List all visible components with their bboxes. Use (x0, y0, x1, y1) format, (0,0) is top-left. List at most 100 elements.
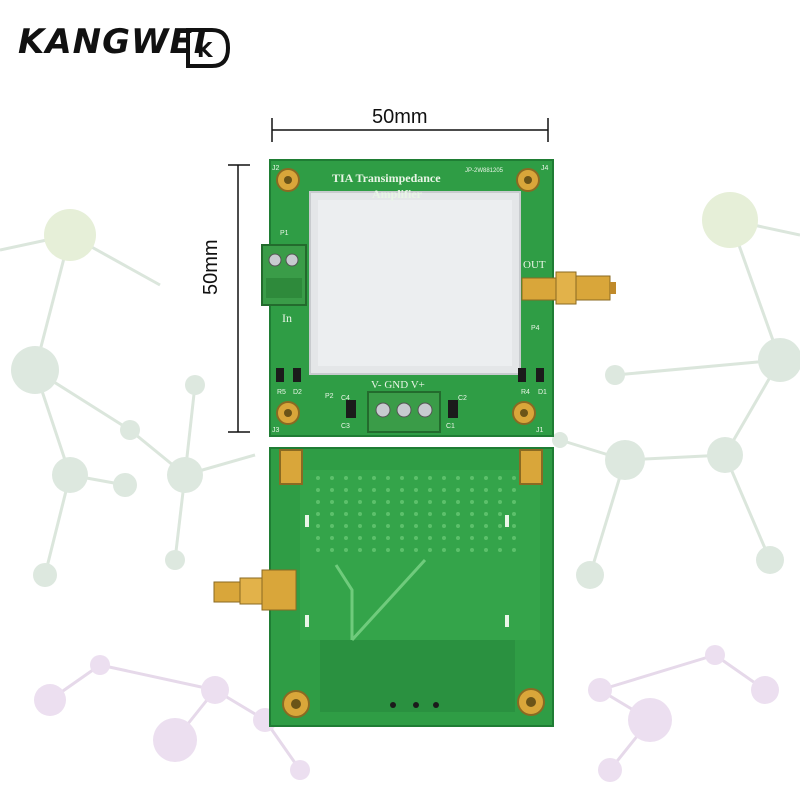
via-dot (470, 512, 474, 516)
via-dot (470, 524, 474, 528)
via-dot (470, 488, 474, 492)
via-dot (456, 500, 460, 504)
via-dot (414, 512, 418, 516)
via-dot (456, 536, 460, 540)
via-dot (428, 488, 432, 492)
label-r5: R5 (277, 389, 286, 396)
via-dot (358, 488, 362, 492)
label-p4: P4 (531, 325, 540, 332)
via-dot (484, 488, 488, 492)
via-dot (512, 524, 516, 528)
via-dot (484, 512, 488, 516)
via-dot (484, 536, 488, 540)
via-dot (470, 548, 474, 552)
pcb-back (213, 447, 554, 727)
molecule-network-right (559, 218, 800, 576)
via-dot (316, 512, 320, 516)
via-dot (484, 476, 488, 480)
via-dot (512, 500, 516, 504)
label-j4: J4 (541, 165, 549, 172)
via-dot (400, 476, 404, 480)
via-dot (428, 512, 432, 516)
input-terminal-block (261, 244, 307, 306)
via-dot (372, 512, 376, 516)
via-dot (316, 536, 320, 540)
label-j3: J3 (272, 427, 280, 434)
via-dot (470, 500, 474, 504)
via-dot (442, 548, 446, 552)
via-dot (316, 476, 320, 480)
via-dot (400, 536, 404, 540)
via-dot (442, 512, 446, 516)
via-dot (344, 476, 348, 480)
via-dot (498, 488, 502, 492)
via-dot (428, 524, 432, 528)
via-dot (372, 476, 376, 480)
via-dot (512, 512, 516, 516)
brand-wordmark: KANGWEI (18, 22, 208, 62)
height-dimension-line (228, 164, 250, 433)
molecule-nodes (11, 192, 800, 782)
sma-output-connector (521, 271, 616, 305)
via-dot (386, 524, 390, 528)
via-dot (442, 524, 446, 528)
via-dot (372, 500, 376, 504)
via-grid (316, 476, 516, 552)
via-dot (414, 500, 418, 504)
via-dot (470, 536, 474, 540)
via-dot (400, 512, 404, 516)
via-dot (358, 536, 362, 540)
label-c3: C3 (341, 423, 350, 430)
via-dot (512, 536, 516, 540)
via-dot (344, 500, 348, 504)
via-dot (330, 488, 334, 492)
via-dot (512, 488, 516, 492)
via-dot (358, 548, 362, 552)
via-dot (456, 548, 460, 552)
via-dot (456, 512, 460, 516)
pcb-front: TIA Transimpedance Amplifier JP-2W881205… (261, 159, 616, 437)
via-dot (344, 488, 348, 492)
brand-logo-icon: K (186, 28, 231, 68)
via-dot (386, 488, 390, 492)
via-dot (358, 524, 362, 528)
via-dot (372, 524, 376, 528)
via-dot (386, 500, 390, 504)
label-r4: R4 (521, 389, 530, 396)
via-dot (442, 488, 446, 492)
via-dot (372, 548, 376, 552)
via-dot (414, 548, 418, 552)
via-dot (456, 488, 460, 492)
sma-back-connector (213, 569, 297, 611)
via-dot (330, 524, 334, 528)
height-dimension-label: 50mm (200, 239, 222, 295)
via-dot (400, 524, 404, 528)
via-dot (330, 548, 334, 552)
label-c4: C4 (341, 395, 350, 402)
via-dot (316, 488, 320, 492)
label-in: In (282, 311, 292, 325)
via-dot (316, 500, 320, 504)
via-dot (442, 536, 446, 540)
via-dot (330, 476, 334, 480)
via-dot (386, 536, 390, 540)
via-dot (498, 548, 502, 552)
via-dot (414, 524, 418, 528)
via-dot (498, 512, 502, 516)
width-dimension-label: 50mm (372, 106, 428, 128)
via-dot (428, 500, 432, 504)
via-dot (442, 476, 446, 480)
power-terminal-block (367, 391, 441, 433)
via-dot (456, 524, 460, 528)
via-dot (512, 548, 516, 552)
label-d2: D2 (293, 389, 302, 396)
board-title-line1: TIA Transimpedance (332, 171, 441, 185)
via-dot (316, 524, 320, 528)
svg-text:K: K (197, 38, 214, 62)
via-dot (414, 476, 418, 480)
via-dot (498, 536, 502, 540)
label-p2: P2 (325, 393, 334, 400)
via-dot (484, 524, 488, 528)
